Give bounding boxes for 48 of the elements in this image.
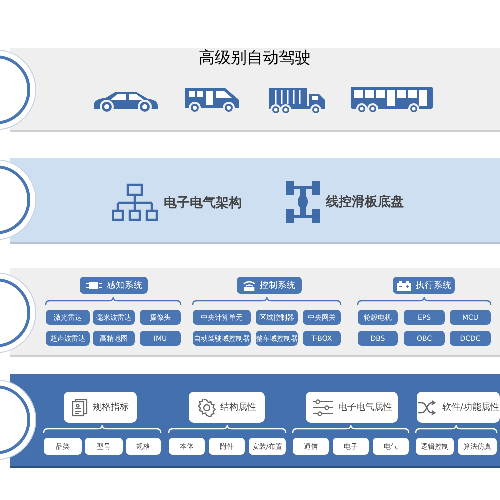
attribute-cell xyxy=(458,438,497,455)
component-cell xyxy=(358,310,398,325)
component-cell xyxy=(93,310,135,325)
label-text: 软件/功能属性 xyxy=(442,402,500,414)
layer-band xyxy=(10,48,500,132)
label-text: 结构属性 xyxy=(220,402,256,414)
header-card xyxy=(189,392,265,423)
header-pill xyxy=(393,277,455,294)
attribute-cell xyxy=(293,438,329,455)
component-cell xyxy=(303,310,341,325)
component-cell xyxy=(193,310,251,325)
component-cell xyxy=(46,310,90,325)
component-cell xyxy=(256,310,298,325)
band-title: 高级别自动驾驶 xyxy=(199,48,311,69)
header-pill xyxy=(237,277,302,294)
component-cell xyxy=(303,331,341,346)
component-cell xyxy=(140,310,181,325)
layer-band xyxy=(10,268,500,357)
feature-text: 电子电气架构 xyxy=(164,195,242,212)
header-card xyxy=(64,392,137,423)
layer-band xyxy=(10,158,500,244)
attribute-cell xyxy=(249,438,286,455)
label-text: 感知系统 xyxy=(107,280,143,292)
header-card xyxy=(306,392,398,423)
component-cell xyxy=(450,331,491,346)
attribute-cell xyxy=(44,438,82,455)
component-cell xyxy=(93,331,135,346)
attribute-cell xyxy=(85,438,123,455)
label-text: 电子电气属性 xyxy=(338,402,392,414)
label-text: 控制系统 xyxy=(260,280,296,292)
component-cell xyxy=(404,310,445,325)
component-cell xyxy=(46,331,90,346)
attribute-cell xyxy=(209,438,245,455)
component-cell xyxy=(140,331,181,346)
header-pill xyxy=(80,277,148,294)
label-text: 执行系统 xyxy=(416,280,452,292)
component-cell xyxy=(404,331,445,346)
component-cell xyxy=(358,331,398,346)
attribute-cell xyxy=(373,438,409,455)
header-card xyxy=(417,392,500,423)
attribute-cell xyxy=(169,438,205,455)
feature-text: 线控滑板底盘 xyxy=(326,194,404,211)
attribute-cell xyxy=(416,438,454,455)
component-cell xyxy=(450,310,491,325)
attribute-cell xyxy=(126,438,161,455)
layer-band xyxy=(10,374,500,468)
label-text: 规格指标 xyxy=(93,402,129,414)
attribute-cell xyxy=(333,438,369,455)
